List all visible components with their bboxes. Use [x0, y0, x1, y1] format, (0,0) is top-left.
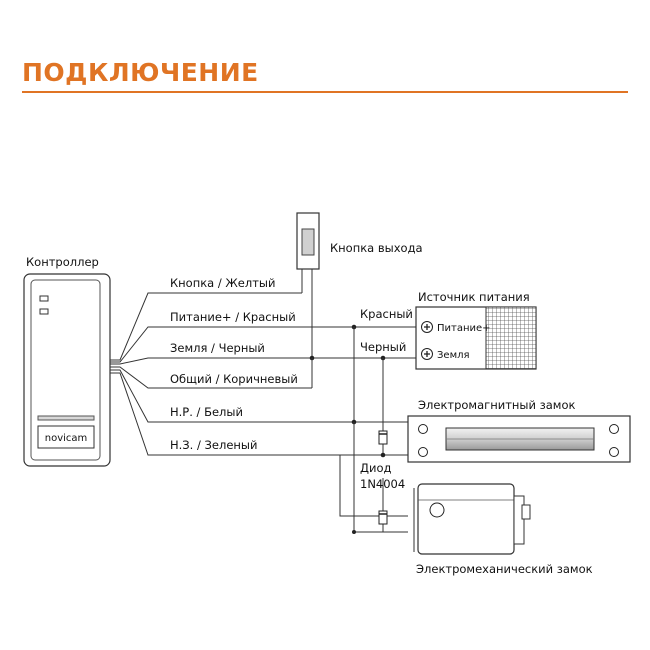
controller-face	[30, 279, 101, 461]
power-supply-heatsink	[485, 306, 537, 370]
exit-button-device: Кнопка выхода	[296, 212, 423, 388]
screw-icon	[418, 424, 428, 434]
controller-harness	[110, 292, 420, 456]
reader-strip	[37, 415, 95, 421]
wire-label-ground: Земля / Черный	[170, 341, 265, 355]
wire-label-common: Общий / Коричневый	[170, 372, 298, 386]
junction-dot	[352, 530, 356, 534]
power-supply-label: Источник питания	[418, 290, 530, 304]
exit-button-label: Кнопка выхода	[330, 241, 423, 255]
magnetic-lock-label: Электромагнитный замок	[418, 398, 575, 412]
controller: Контроллер novicam	[23, 255, 111, 467]
screw-icon	[418, 447, 428, 457]
psu-ground-label: Земля	[437, 350, 470, 361]
wire-label-power: Питание+ / Красный	[170, 310, 296, 324]
mech-lock-body	[417, 483, 515, 555]
diode-label: Диод	[360, 461, 391, 475]
power-supply-device: Источник питания Питание+ Земля	[415, 290, 537, 370]
psu-plus-label: Питание+	[437, 323, 491, 334]
led-2	[39, 308, 49, 315]
magnetic-lock-device: Электромагнитный замок	[407, 398, 631, 463]
wire-label-button: Кнопка / Желтый	[170, 276, 275, 290]
screw-icon	[609, 447, 619, 457]
page-title: ПОДКЛЮЧЕНИЕ	[22, 58, 259, 87]
controller-label: Контроллер	[26, 255, 99, 269]
wire-label-red: Красный	[360, 307, 413, 321]
exit-button-key	[301, 228, 315, 256]
mech-lock-bolt	[521, 504, 531, 520]
title-underline	[22, 91, 628, 93]
diode-2	[378, 510, 388, 525]
diode-1	[378, 430, 388, 445]
screw-icon	[609, 424, 619, 434]
junction-dot	[380, 452, 386, 458]
diode-model-label: 1N4004	[360, 477, 405, 491]
diode-body	[378, 430, 388, 445]
logo-plate	[37, 425, 95, 449]
wire-label-nc: Н.З. / Зеленый	[170, 438, 257, 452]
wire-label-no: Н.Р. / Белый	[170, 405, 243, 419]
mech-lock-bolt-housing	[513, 495, 525, 545]
mech-lock-label: Электромеханический замок	[416, 562, 593, 576]
diode-body	[378, 510, 388, 525]
led-1	[39, 295, 49, 302]
keyhole-icon	[429, 502, 445, 518]
mech-lock-device: Электромеханический замок	[413, 483, 593, 576]
wire-label-black: Черный	[360, 340, 406, 354]
controller-logo: novicam	[45, 433, 88, 444]
